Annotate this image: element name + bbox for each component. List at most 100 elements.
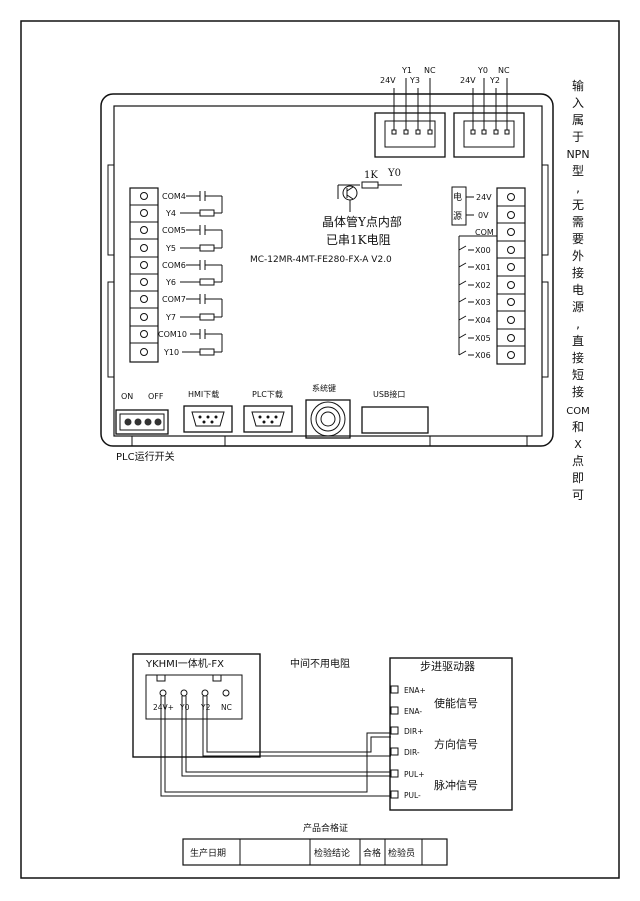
input-x04: X04: [475, 316, 491, 325]
input-x06: X06: [475, 351, 491, 360]
side-note-char: 直: [572, 334, 584, 348]
side-note-char: 入: [572, 96, 584, 110]
side-note-char: 外: [572, 249, 584, 263]
side-note-char: 于: [572, 130, 584, 144]
middle-note: 中间不用电阻: [290, 657, 350, 670]
input-x00: X00: [475, 246, 491, 255]
connector-left-pin-3: Y3: [409, 76, 420, 85]
driver-pin-ena-plus: ENA+: [404, 686, 426, 695]
connector-left-pin-2: Y1: [401, 66, 412, 75]
output-com-5: COM10: [158, 330, 187, 339]
hmi-title: YKHMI一体机-FX: [145, 657, 224, 670]
model-label: MC-12MR-4MT-FE280-FX-A V2.0: [250, 255, 392, 265]
transistor-note-line-2: 已串1K电阻: [326, 233, 391, 247]
board-ports: ON OFF HMI下载 PLC下载 系统键 USB接口 PLC运行开关: [115, 383, 429, 463]
output-y-3: Y6: [165, 278, 176, 287]
side-note-char: ,: [576, 317, 580, 331]
page-border: [20, 20, 620, 879]
wiring: [160, 696, 391, 797]
side-note-char: 点: [572, 454, 584, 468]
hmi-port-label: HMI下载: [188, 389, 219, 399]
hmi-pin-1: 24V+: [153, 703, 174, 712]
hmi-port-icon: [183, 405, 233, 433]
input-com: COM: [475, 228, 494, 237]
power-char-1: 电: [453, 191, 462, 203]
side-note-char: 无: [572, 198, 584, 212]
hmi-pin-2: Y0: [179, 703, 190, 712]
signal-enable: 使能信号: [434, 696, 478, 710]
connector-right-pin-2: Y0: [477, 66, 488, 75]
side-note-char: 电: [572, 283, 584, 297]
driver-pin-dir-minus: DIR-: [404, 748, 420, 757]
output-com-1: COM4: [162, 192, 186, 201]
side-note-char: 型: [572, 164, 584, 178]
side-note-char: 即: [572, 471, 584, 485]
transistor-output-label: Y0: [387, 168, 401, 179]
transistor-symbol: 1K Y0 晶体管Y点内部 已串1K电阻: [322, 168, 402, 247]
driver-pin-dir-plus: DIR+: [404, 727, 423, 736]
switch-off-label: OFF: [148, 392, 164, 401]
usb-port-icon: [361, 406, 429, 434]
side-note: 输 入 属 于 NPN 型 , 无 需 要 外 接 电 源 , 直 接 短 接 …: [566, 78, 589, 502]
run-switch-block: [115, 409, 169, 435]
driver-pin-ena-minus: ENA-: [404, 707, 422, 716]
signal-direction: 方向信号: [434, 737, 478, 751]
right-tab-upper: [541, 164, 549, 256]
hmi-unit: YKHMI一体机-FX 24V+ Y0 Y2 NC: [132, 653, 261, 758]
board-outer-frame: [100, 93, 554, 447]
run-switch-label: PLC运行开关: [116, 450, 175, 463]
plc-port-icon: [243, 405, 293, 433]
connector-left-pin-4: NC: [424, 66, 436, 75]
connector-left-pin-1: 24V: [380, 76, 396, 85]
power-char-2: 源: [453, 211, 462, 222]
plc-port-label: PLC下载: [252, 389, 283, 399]
resistor-label: 1K: [364, 170, 378, 181]
side-note-char: COM: [566, 406, 589, 417]
side-note-char: 属: [572, 113, 584, 127]
certificate-title: 产品合格证: [303, 822, 348, 834]
connector-right: 24V Y0 Y2 NC: [453, 66, 525, 158]
output-com-3: COM6: [162, 261, 186, 270]
system-key-icon: [305, 399, 351, 439]
switch-on-label: ON: [121, 392, 133, 401]
cert-cell-inspection-result: 检验结论: [314, 847, 350, 859]
side-note-char: 源: [572, 300, 584, 314]
hmi-pin-3: Y2: [200, 703, 211, 712]
power-label-box: [451, 186, 467, 226]
side-note-char: 短: [572, 368, 584, 382]
cert-cell-production-date: 生产日期: [190, 847, 226, 859]
side-note-char: ,: [576, 181, 580, 195]
cert-cell-pass: 合格: [363, 847, 381, 859]
side-note-char: 和: [572, 420, 584, 434]
right-tab-lower: [541, 281, 549, 378]
side-note-char: 可: [572, 488, 584, 502]
input-x02: X02: [475, 281, 491, 290]
output-y-4: Y7: [165, 313, 176, 322]
certificate-table: [182, 838, 448, 866]
output-com-4: COM7: [162, 295, 186, 304]
left-tab-lower: [107, 281, 115, 378]
side-note-char: 需: [572, 215, 584, 229]
driver-title: 步进驱动器: [420, 660, 475, 673]
system-key-label: 系统键: [312, 383, 336, 393]
input-terminal-block: 电 源 24V 0V COM X00 X01 X02 X03 X04 X05 X…: [451, 186, 526, 365]
connector-left: 24V Y1 Y3 NC: [374, 66, 446, 158]
output-terminal-block: COM4 Y4 COM5 Y5 COM6 Y6 COM7 Y7 COM10 Y1…: [129, 187, 223, 363]
input-x05: X05: [475, 334, 491, 343]
side-note-char: 接: [572, 350, 584, 365]
signal-pulse: 脉冲信号: [434, 778, 478, 792]
usb-port-label: USB接口: [373, 389, 405, 399]
input-0v: 0V: [478, 211, 489, 220]
stepper-driver: 步进驱动器 ENA+ ENA- DIR+ DIR- PUL+ PUL- 使能信号…: [389, 657, 513, 811]
connector-right-pin-3: Y2: [489, 76, 500, 85]
side-note-char: 接: [572, 265, 584, 280]
output-y-1: Y4: [165, 209, 176, 218]
certificate: 产品合格证 生产日期 检验结论 合格 检验员: [182, 822, 448, 866]
side-note-char: X: [574, 438, 582, 451]
cert-cell-inspector: 检验员: [388, 847, 415, 859]
driver-pin-pul-minus: PUL-: [404, 791, 421, 800]
side-note-char: NPN: [566, 148, 589, 161]
side-note-char: 输: [572, 78, 584, 93]
transistor-note-line-1: 晶体管Y点内部: [322, 214, 402, 229]
